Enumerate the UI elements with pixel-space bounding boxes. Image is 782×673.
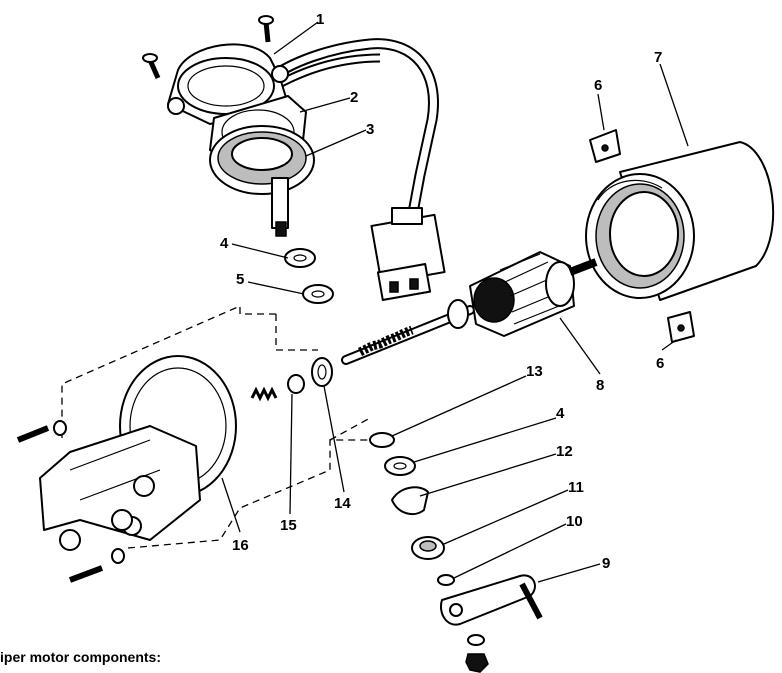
washer-13 (369, 432, 395, 448)
thrust-washer-hole (317, 364, 327, 380)
cover-screw-left (142, 53, 161, 80)
washer-upper-hole (293, 254, 307, 262)
callout-4-lower: 4 (556, 405, 565, 422)
callout-11: 11 (568, 479, 584, 496)
connector-plug (370, 207, 446, 301)
callout-2: 2 (350, 89, 358, 106)
cover-screw-right (258, 15, 274, 43)
brush-clip-upper (589, 129, 621, 163)
callout-5: 5 (236, 271, 244, 288)
spacer-washer (302, 284, 334, 304)
circlip-10 (437, 574, 455, 586)
callout-6-lower: 6 (656, 355, 664, 372)
callout-4-upper: 4 (220, 235, 229, 252)
body-bolt-upper (16, 420, 67, 443)
callout-12: 12 (556, 443, 573, 460)
spring-and-cap (250, 374, 305, 402)
spacer-washer-hole (311, 290, 325, 298)
body-bolt-lower (68, 548, 125, 583)
seal-11-inner (419, 540, 437, 552)
washer-upper (284, 248, 316, 268)
motor-yoke (585, 141, 775, 301)
callout-8: 8 (596, 377, 604, 394)
callout-15: 15 (280, 517, 297, 534)
callout-16: 16 (232, 537, 249, 554)
brush-clip-lower (667, 311, 695, 343)
washer-lower-hole (393, 462, 407, 470)
thrust-washer (311, 357, 333, 387)
armature (341, 251, 598, 365)
drive-gear (209, 125, 315, 237)
gearbox-body (39, 355, 237, 551)
figure-caption: iper motor components: (0, 649, 162, 665)
callout-13: 13 (526, 363, 543, 380)
callout-7: 7 (654, 49, 662, 66)
assembly-dashed-lines (61, 305, 371, 549)
callout-10: 10 (566, 513, 583, 530)
callout-1: 1 (316, 11, 324, 28)
callout-9: 9 (602, 555, 610, 572)
callout-3: 3 (366, 121, 374, 138)
callout-6-upper: 6 (594, 77, 602, 94)
wiring-harness (259, 38, 439, 224)
crank-arm (440, 574, 543, 673)
leader-lines (221, 21, 689, 583)
callout-numbers: 1 2 3 4 5 6 7 6 8 13 4 12 11 10 9 14 15 … (220, 11, 664, 572)
callout-14: 14 (334, 495, 351, 512)
spacer-12 (391, 486, 429, 516)
washer-lower (384, 456, 416, 476)
gear-cover (167, 43, 289, 125)
